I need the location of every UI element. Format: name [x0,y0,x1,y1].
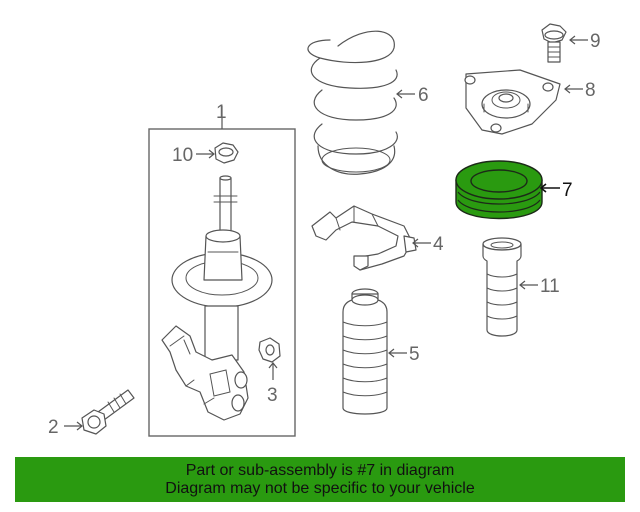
spring-seat[interactable] [311,205,417,271]
callout-11: 11 [540,276,560,297]
callout-4: 4 [433,234,444,255]
bump-stop[interactable] [482,237,522,337]
dust-boot[interactable] [342,288,388,415]
callout-9: 9 [590,31,601,52]
parts-diagram: 1 10 [48,23,601,438]
strut-washer[interactable] [258,337,281,363]
highlighted-part-7[interactable] [455,160,543,220]
strut-assembly[interactable]: 1 10 [148,102,296,437]
banner-line-1: Part or sub-assembly is #7 in diagram [185,461,455,479]
callout-3: 3 [267,385,278,406]
callout-1: 1 [216,102,227,123]
strut-mount[interactable] [464,69,561,135]
callout-10: 10 [172,145,193,166]
strut-bolt[interactable] [81,389,135,435]
banner-line-2: Diagram may not be specific to your vehi… [165,479,475,497]
knuckle-bracket [161,325,249,421]
callout-5: 5 [409,344,420,365]
mount-bolt[interactable] [541,23,567,63]
strut-nut[interactable] [214,142,239,164]
callout-8: 8 [585,80,596,101]
info-banner: Part or sub-assembly is #7 in diagram Di… [15,457,625,502]
callout-2: 2 [48,417,59,438]
callout-7: 7 [562,180,573,201]
callout-6: 6 [418,85,429,106]
coil-spring[interactable] [307,30,398,175]
